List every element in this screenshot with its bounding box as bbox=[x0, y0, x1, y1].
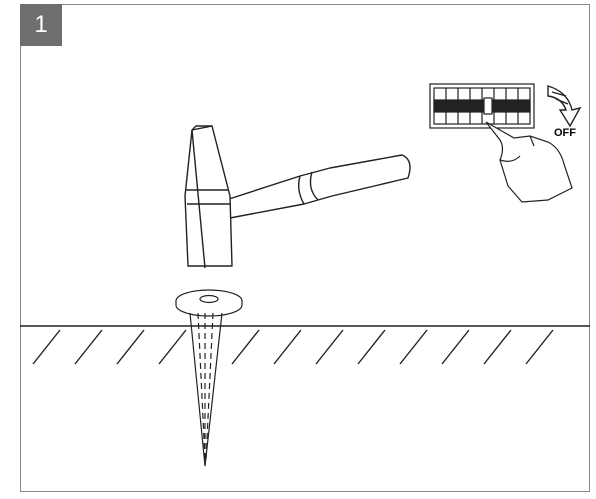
hammer-icon bbox=[184, 125, 411, 269]
circuit-breaker-icon bbox=[429, 83, 535, 129]
step-number-badge: 1 bbox=[20, 4, 62, 46]
off-label: OFF bbox=[554, 127, 576, 139]
step-number: 1 bbox=[34, 11, 48, 38]
ground-stake-icon bbox=[175, 289, 243, 467]
hand-icon bbox=[485, 121, 573, 203]
ground-icon bbox=[20, 325, 590, 365]
rotate-arrow-icon bbox=[547, 85, 582, 128]
